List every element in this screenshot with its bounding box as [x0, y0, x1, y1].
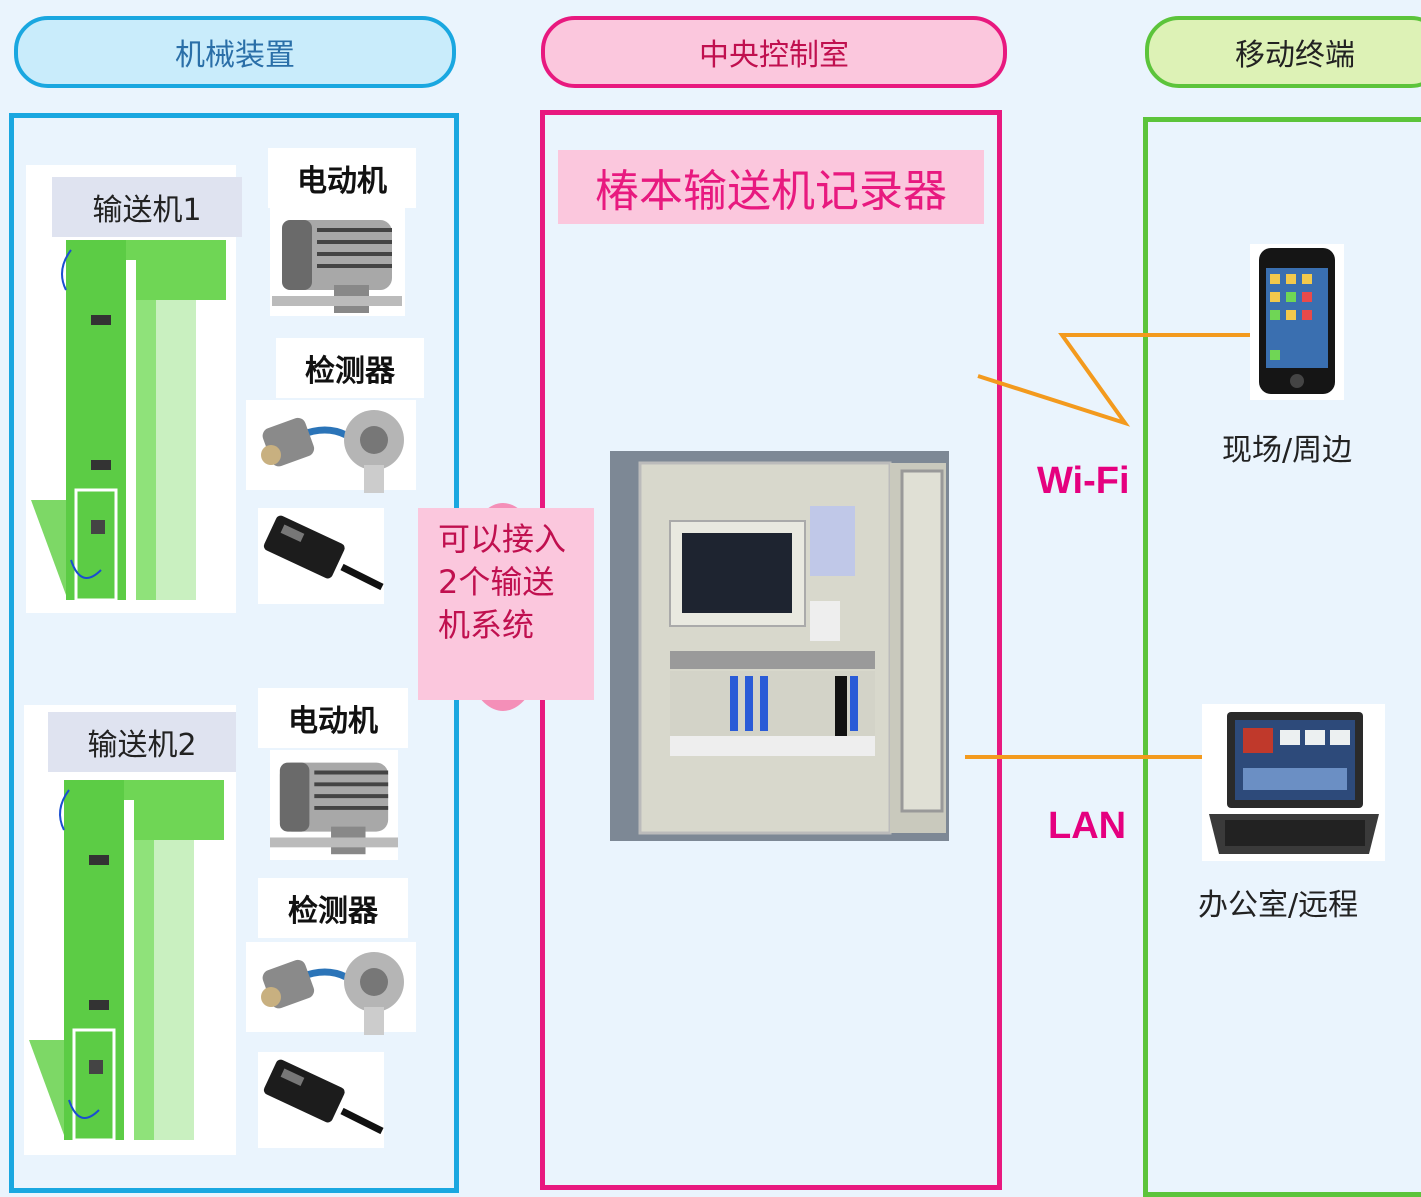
- bucket-elevator-2-icon: [29, 780, 224, 1142]
- bucket-elevator-1-icon: [31, 240, 226, 602]
- sensor-1-label: 检测器: [276, 338, 424, 398]
- phone-label: 现场/周边: [1222, 433, 1353, 468]
- sensor-2-label: 检测器: [258, 878, 408, 938]
- motor-2-icon: [270, 762, 398, 855]
- motor-2-label: 电动机: [258, 688, 408, 748]
- recorder-title: 椿本输送机记录器: [558, 150, 984, 224]
- conveyor-1-tag: 输送机1: [52, 177, 242, 237]
- encoder-2-icon: [344, 952, 404, 1035]
- laptop-label: 办公室/远程: [1198, 888, 1359, 923]
- header-machine: 机械装置: [14, 16, 456, 88]
- wifi-label: Wi-Fi: [1037, 460, 1130, 502]
- connect-note-box: [418, 508, 594, 700]
- lan-label: LAN: [1048, 805, 1127, 847]
- laptop-icon: [1209, 712, 1379, 854]
- photo-sensor-1-icon: [263, 515, 384, 591]
- smartphone-icon: [1259, 248, 1335, 394]
- conveyor-2-tag: 输送机2: [48, 712, 236, 772]
- motor-1-icon: [272, 220, 402, 313]
- header-mobile: 移动终端: [1145, 16, 1421, 88]
- header-control-room: 中央控制室: [541, 16, 1007, 88]
- header-control-room-label: 中央控制室: [699, 38, 849, 73]
- header-machine-label: 机械装置: [175, 38, 295, 73]
- header-mobile-label: 移动终端: [1235, 38, 1355, 73]
- control-cabinet-icon: [638, 461, 946, 835]
- encoder-1-icon: [344, 410, 404, 493]
- photo-sensor-2-icon: [263, 1059, 384, 1135]
- proximity-sensor-1-icon: [261, 417, 348, 467]
- motor-1-label: 电动机: [268, 148, 416, 208]
- connect-note-text: 可以接入2个输送机系统: [438, 520, 567, 644]
- proximity-sensor-2-icon: [261, 959, 348, 1009]
